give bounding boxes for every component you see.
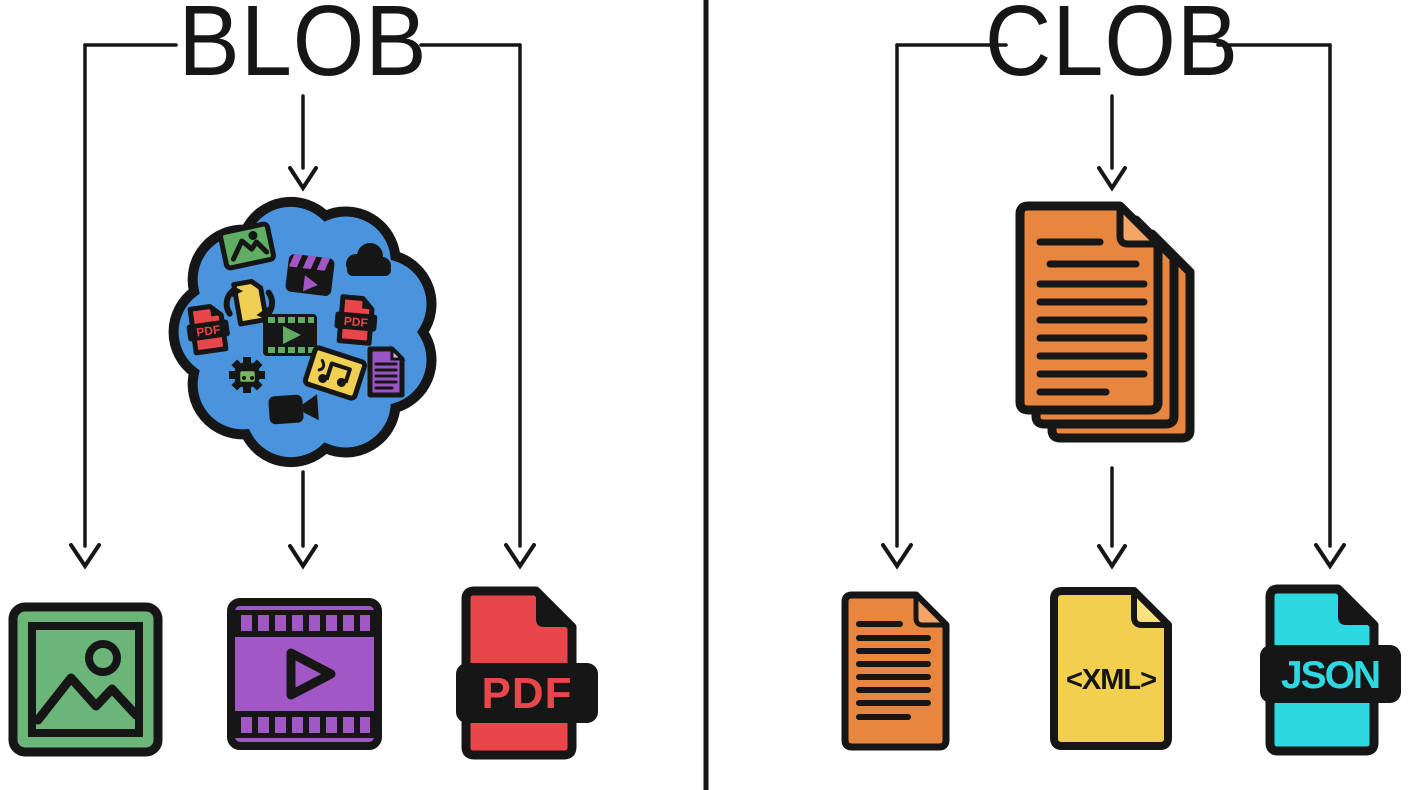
json-label: JSON (1281, 654, 1379, 697)
blob-sync-file-icon (223, 278, 275, 327)
arrowhead-to-stack (1097, 166, 1127, 192)
clob-title: CLOB (984, 0, 1240, 97)
blob-camera-icon (268, 394, 319, 425)
folded-corner (913, 592, 949, 628)
arrowhead-to-xml (1097, 544, 1127, 570)
arrowhead-to-pdf (504, 543, 536, 570)
folded-corner (1131, 588, 1171, 628)
blob-gear-icon (229, 357, 265, 393)
clob-document-stack (1015, 201, 1195, 443)
blob-cloud-icon (346, 243, 391, 276)
image-file-icon (8, 602, 163, 757)
blob-pdf-icon-left: PDF (186, 304, 230, 356)
blob-pdf-icon-right: PDF (334, 294, 378, 346)
play-icon (286, 648, 336, 700)
xml-label: <XML> (1066, 664, 1156, 696)
pdf-file-icon: PDF (456, 586, 598, 760)
stack-page-front (1015, 201, 1163, 415)
blob-filmstrip-icon (263, 314, 317, 356)
blob-image-icon (218, 221, 276, 271)
sprocket-holes (241, 615, 370, 733)
blob-title: BLOB (178, 0, 428, 97)
arrowhead-to-json (1314, 543, 1346, 570)
text-lines (1036, 238, 1148, 396)
arrowhead-to-blob (288, 166, 318, 192)
blob-document-icon (367, 345, 406, 398)
blob-clapperboard-icon (285, 253, 335, 296)
pdf-label: PDF (482, 669, 573, 718)
json-file-icon: JSON (1260, 584, 1401, 756)
blob-bracket (69, 43, 536, 570)
text-file-icon (841, 591, 950, 751)
text-lines (856, 621, 931, 720)
folded-corner (536, 591, 572, 627)
blob-music-card-icon (302, 345, 368, 401)
xml-file-icon: <XML> (1050, 587, 1172, 750)
arrowhead-to-video (288, 544, 318, 570)
arrowhead-to-textdoc (881, 543, 913, 570)
blob-splat: PDF PDF (168, 196, 437, 468)
clob-bracket (881, 43, 1346, 570)
blob-pdf-badge-right: PDF (343, 314, 368, 330)
arrowhead-to-image (69, 543, 101, 570)
video-file-icon (227, 598, 382, 750)
blob-pdf-badge-left: PDF (195, 322, 221, 339)
folded-corner (1338, 589, 1374, 625)
